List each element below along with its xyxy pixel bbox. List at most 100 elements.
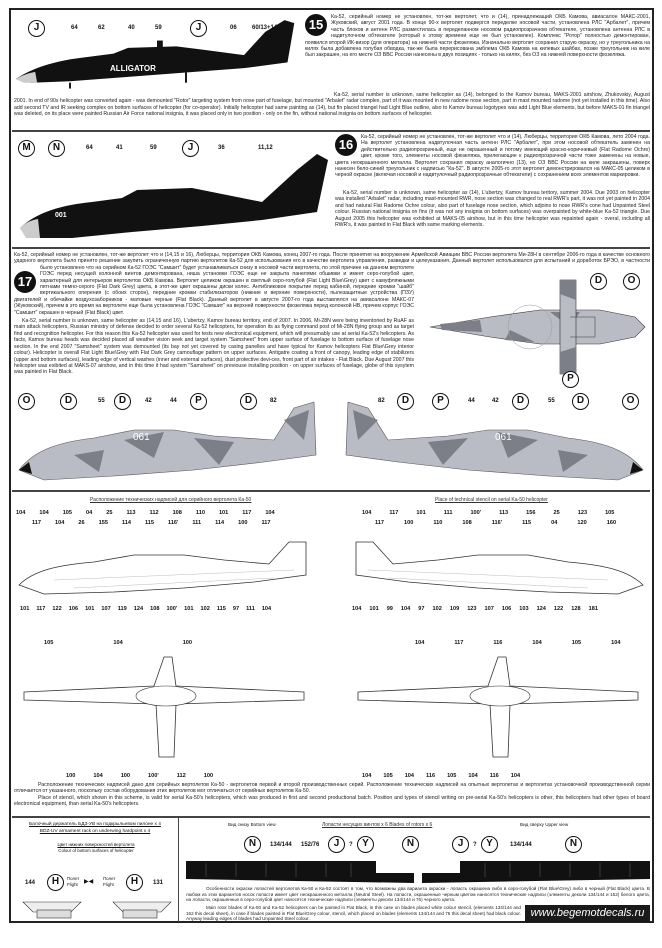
marking-label: N — [48, 140, 65, 157]
ka52-black-side-view-16 — [20, 154, 328, 238]
blades-text-en: Main rotor blades of Ka-50 and Ka-52 hel… — [186, 905, 521, 922]
stencil-number: 100 — [203, 773, 214, 779]
stencil-number: 112 — [149, 510, 159, 516]
description-en: Ka-52, serial number is unknown, same he… — [14, 318, 414, 376]
stencil-number: 100' — [148, 773, 159, 779]
sheet-frame — [9, 8, 654, 923]
stencil-number: 181 — [588, 606, 598, 612]
question-mark: ? — [473, 842, 477, 848]
marking-label: 59 — [150, 145, 157, 151]
stencil-number: 124 — [536, 606, 546, 612]
divider — [12, 130, 650, 132]
stencil-number: 04 — [86, 510, 93, 516]
stencil-number: 104 — [352, 606, 362, 612]
marking-label: D — [240, 393, 257, 410]
description-block: 17 Ка-52, серийный номер не установлен, … — [14, 252, 650, 401]
stencil-number: 102 — [432, 606, 442, 612]
marking-label: 40 — [128, 25, 135, 31]
stencil-number: 101 — [20, 606, 30, 612]
stencil-number: 117 — [261, 520, 271, 526]
colour-note-ru: Цвет нижних поверхностей вертолета — [57, 842, 135, 847]
rotor-blade-bottom-view — [186, 861, 414, 883]
stencil-number: 113 — [126, 510, 136, 516]
blades-text-ru: Особенности окраски лопастей вертолетов … — [186, 886, 650, 903]
stencil-number: 104 — [16, 510, 26, 516]
stencil-number: 128 — [571, 606, 581, 612]
stencil-number: 103 — [519, 606, 529, 612]
divider — [12, 816, 650, 818]
flight-label-ru: Полет — [67, 876, 80, 881]
stencil-number: 100 — [66, 773, 76, 779]
stencil-number: 100 — [404, 520, 414, 526]
marking-label: J — [328, 836, 345, 853]
stencil-number: 107 — [484, 606, 494, 612]
marking-label: 41 — [116, 145, 123, 151]
stencil-number: 124 — [133, 606, 144, 612]
stencil-number: 100' — [166, 606, 178, 612]
marking-label: 59 — [155, 25, 162, 31]
colour-note-en: Colour of bottom surfaces of helicopter — [58, 848, 134, 853]
stencil-number: 114 — [121, 520, 131, 526]
stencil-number: 101 — [369, 606, 379, 612]
stencil-number: 100' — [470, 510, 482, 516]
stencil-number: 104 — [265, 510, 275, 516]
stencil-number: 104 — [468, 773, 478, 779]
stencil-number: 105 — [62, 510, 73, 516]
ka52-camo-right-side-view — [345, 401, 644, 481]
stencil-number: 116 — [426, 773, 436, 779]
stencil-number: 104 — [362, 773, 372, 779]
bottom-view-label: Вид снизу Bottom view — [228, 822, 276, 827]
stencil-number: 104 — [532, 640, 542, 646]
stencil-number: 117 — [375, 520, 385, 526]
stencil-number: 97 — [232, 606, 240, 612]
flight-label-en: Flight — [67, 882, 78, 887]
stencil-number: 101 — [85, 606, 95, 612]
stencil-number: 117 — [36, 606, 46, 612]
marking-label: O — [623, 273, 640, 290]
marking-label: D — [572, 393, 589, 410]
ka52-camo-left-side-view — [18, 401, 317, 481]
stencil-number: 104 — [113, 640, 123, 646]
marking-label: M — [18, 140, 35, 157]
marking-label: D — [512, 393, 529, 410]
stencil-number: 115 — [144, 520, 155, 526]
marking-label: P — [190, 393, 207, 410]
stencil-number: 100 — [238, 520, 248, 526]
flight-label-en: Flight — [103, 882, 114, 887]
divider — [12, 490, 650, 492]
description-ru-block: 15 Ка-52, серийный номер не установлен, … — [305, 14, 650, 59]
marking-label: J — [452, 836, 469, 853]
stencil-number: 112 — [176, 773, 186, 779]
decal-number: 134/144 — [270, 842, 292, 848]
marking-label: 06 — [230, 25, 237, 31]
stencil-number: 105 — [605, 510, 615, 516]
stencil-number: 04 — [551, 520, 558, 526]
website-link[interactable]: www.begemotdecals.ru — [525, 905, 650, 922]
marking-label: Y — [357, 836, 374, 853]
stencil-notes: Расположение технических надписей дано д… — [14, 782, 650, 808]
stencil-number: 155 — [98, 520, 108, 526]
stencil-number: 160 — [606, 520, 617, 526]
section-number: 16 — [335, 134, 357, 156]
flight-direction-icon: ▶◀ — [84, 879, 94, 885]
bdz-uv-rack-right — [112, 901, 172, 919]
stencil-number: 113 — [499, 510, 509, 516]
question-mark: ? — [349, 842, 353, 848]
aircraft-board-number-left: 061 — [133, 432, 150, 443]
description-en: Ka-52, serial number is unknown, same he… — [14, 92, 650, 118]
marking-label: N — [402, 836, 419, 853]
description-ru: Ка-52, серийный номер не установлен, тот… — [305, 14, 650, 59]
stencil-note-en: Place of stencil, which shown in this sc… — [14, 794, 650, 808]
ka52-black-side-view-15 — [15, 20, 295, 89]
stencil-number: 104 — [400, 606, 411, 612]
stencil-number: 104 — [39, 510, 49, 516]
marking-label: N — [244, 836, 261, 853]
marking-label: 64 — [71, 25, 78, 31]
